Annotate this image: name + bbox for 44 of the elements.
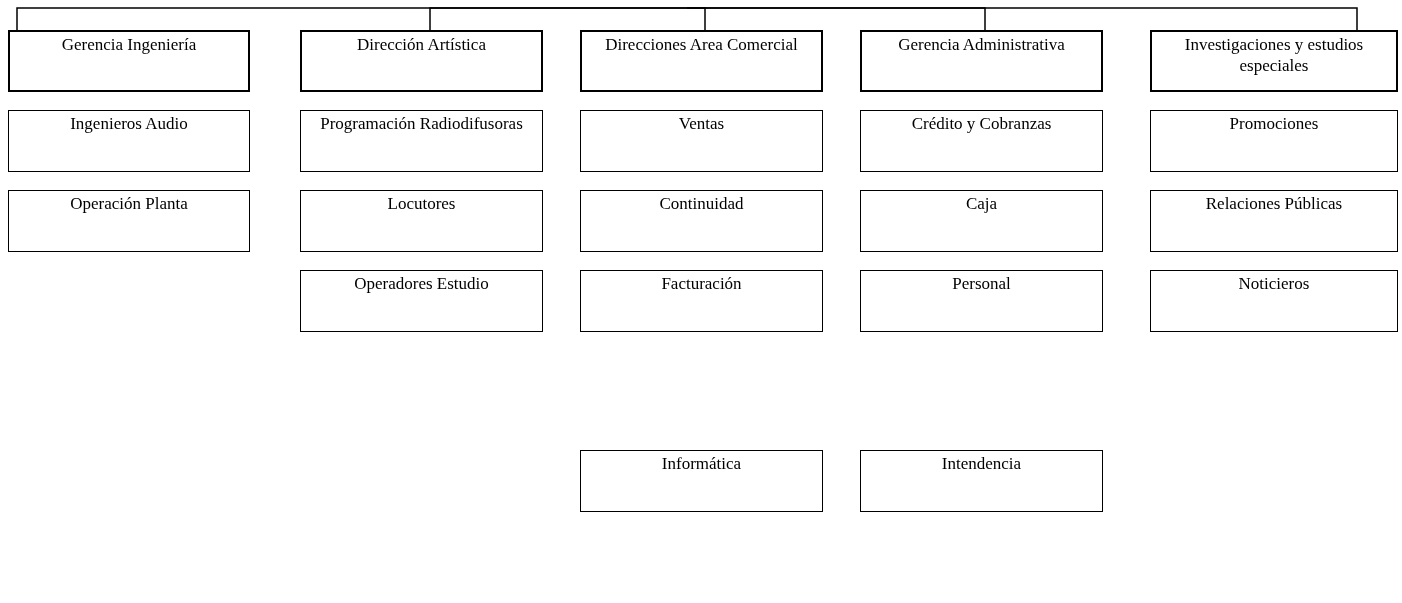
department-box xyxy=(580,30,823,92)
unit-box xyxy=(1150,190,1398,252)
unit-label: Intendencia xyxy=(940,453,1023,474)
unit-label: Ventas xyxy=(677,113,726,134)
unit-label: Noticieros xyxy=(1237,273,1311,294)
unit-box xyxy=(860,450,1103,512)
unit-box xyxy=(860,190,1103,252)
unit-box xyxy=(8,110,250,172)
unit-box xyxy=(1150,270,1398,332)
unit-box xyxy=(580,270,823,332)
unit-box xyxy=(580,190,823,252)
department-box xyxy=(8,30,250,92)
unit-label: Operación Planta xyxy=(69,193,189,214)
unit-box xyxy=(300,270,543,332)
unit-label: Relaciones Públicas xyxy=(1204,193,1344,214)
unit-box xyxy=(860,270,1103,332)
unit-box xyxy=(300,190,543,252)
unit-label: Crédito y Cobranzas xyxy=(910,113,1053,134)
connector-line xyxy=(686,7,1358,31)
unit-label: Operadores Estudio xyxy=(353,273,490,294)
unit-label: Gerencia Ingeniería xyxy=(60,34,198,55)
unit-label: Personal xyxy=(951,273,1012,294)
unit-label: Ingenieros Audio xyxy=(69,113,189,134)
unit-label: Informática xyxy=(660,453,743,474)
unit-label: Direcciones Area Comercial xyxy=(604,34,799,55)
department-box xyxy=(300,30,543,92)
unit-box xyxy=(300,110,543,172)
unit-label: Facturación xyxy=(660,273,743,294)
unit-box xyxy=(580,450,823,512)
unit-label: Dirección Artística xyxy=(356,34,487,55)
unit-label: Continuidad xyxy=(658,193,745,214)
unit-label: Locutores xyxy=(386,193,457,214)
unit-box xyxy=(1150,110,1398,172)
unit-box xyxy=(860,110,1103,172)
department-box xyxy=(860,30,1103,92)
unit-box xyxy=(580,110,823,172)
department-box xyxy=(1150,30,1398,92)
connector-line xyxy=(429,7,688,31)
unit-box xyxy=(8,190,250,252)
unit-label: Programación Radiodifusoras xyxy=(319,113,524,134)
unit-label: Caja xyxy=(964,193,999,214)
unit-label: Gerencia Administrativa xyxy=(897,34,1066,55)
unit-label: Promociones xyxy=(1228,113,1320,134)
unit-label: Investigaciones y estudios especiales xyxy=(1183,34,1365,76)
